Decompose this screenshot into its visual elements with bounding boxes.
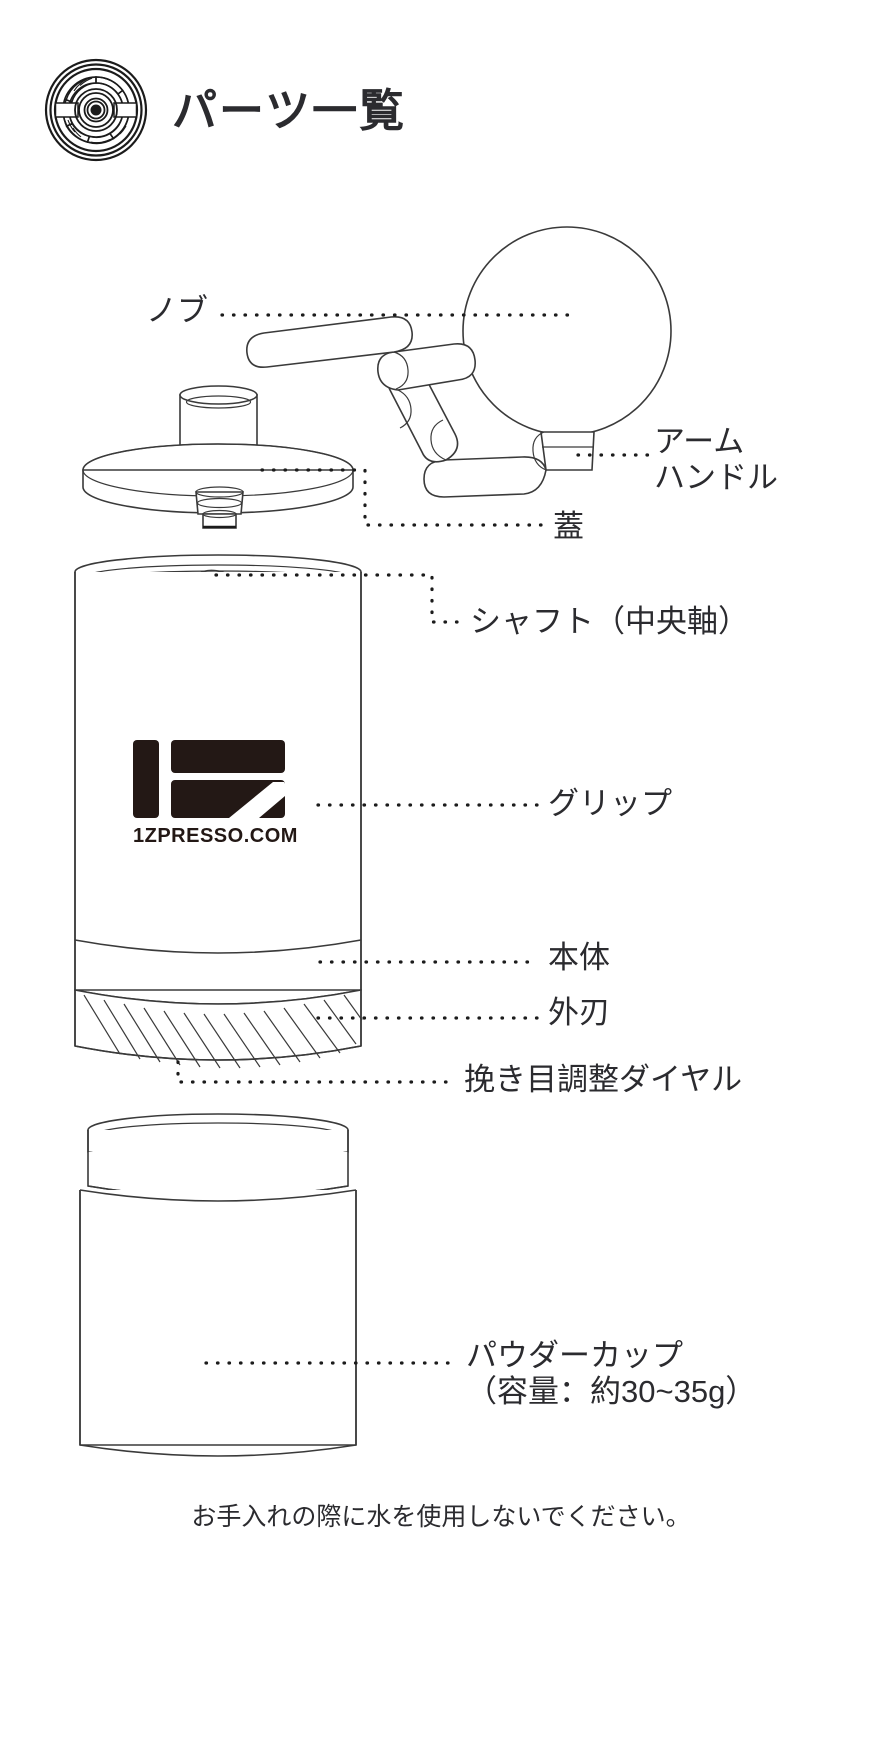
label-arm: アーム <box>654 424 745 459</box>
knob-part <box>462 226 672 436</box>
label-powder-cup-capacity: （容量：約30~35g） <box>466 1373 757 1409</box>
label-powder-cup: パウダーカップ （容量：約30~35g） <box>466 1338 756 1410</box>
leader-shaft <box>214 573 462 624</box>
label-handle: ハンドル <box>654 459 778 495</box>
label-outer-burr: 外刃 <box>548 995 610 1030</box>
leader-dial <box>176 1060 458 1084</box>
page-title: パーツ一覧 <box>172 85 407 136</box>
label-powder-cup-name: パウダーカップ <box>466 1338 683 1373</box>
burr-wheel-icon <box>44 58 148 162</box>
product-logo: 1ZPRESSO.COM <box>133 718 308 848</box>
powder-cup-part <box>79 1113 357 1457</box>
lid-part <box>82 385 354 529</box>
label-shaft: シャフト（中央軸） <box>470 604 749 639</box>
outer-burr-part <box>74 989 363 1069</box>
arm-handle-part <box>246 315 595 498</box>
care-note: お手入れの際に水を使用しないでください。 <box>191 1503 691 1531</box>
1z-logo-mark <box>133 740 285 818</box>
label-arm-handle: アーム ハンドル <box>654 424 778 496</box>
label-grip: グリップ <box>548 786 672 821</box>
label-lid: 蓋 <box>553 509 584 544</box>
logo-wordmark: 1ZPRESSO.COM <box>133 825 298 847</box>
label-body: 本体 <box>548 940 610 975</box>
leader-lines <box>176 313 650 1365</box>
header: パーツ一覧 <box>0 0 882 200</box>
label-knob: ノブ <box>146 293 208 328</box>
label-grind-dial: 挽き目調整ダイヤル <box>464 1062 743 1097</box>
